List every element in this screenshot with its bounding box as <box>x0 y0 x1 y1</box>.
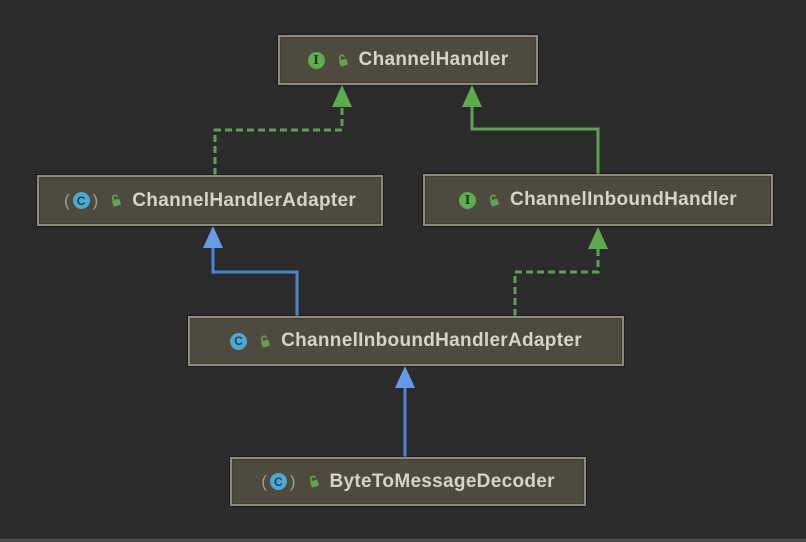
public-lock-icon <box>309 475 319 488</box>
public-lock-icon <box>490 193 499 207</box>
arrowhead-extends-ByteToMessageDecoder <box>395 366 415 388</box>
class-icon: C <box>269 473 287 490</box>
class-name-label: ByteToMessageDecoder <box>329 470 555 492</box>
arrowhead-implements-ChannelHandlerAdapter <box>332 85 352 107</box>
arrowhead-extends-ChannelInboundHandlerAdapter <box>203 226 223 248</box>
public-lock-icon <box>338 53 348 67</box>
abstract-paren-right: ) <box>289 472 296 491</box>
class-icon: C <box>72 192 90 209</box>
interface-icon: I <box>459 191 477 209</box>
edge-extends-ChannelInboundHandlerAdapter <box>211 248 299 316</box>
class-icon: C <box>230 332 248 350</box>
class-name-label: ChannelHandlerAdapter <box>132 189 357 211</box>
class-name-label: ChannelInboundHandler <box>510 189 737 210</box>
abstract-paren-left: ( <box>261 472 267 491</box>
edge-extends-ChannelInboundHandler <box>470 106 600 174</box>
arrowhead-implements-ChannelInboundHandlerAdapter <box>588 227 608 249</box>
class-node-ChannelInboundHandlerAdapter[interactable]: C ChannelInboundHandlerAdapter <box>188 316 624 366</box>
edge-implements-ChannelInboundHandlerAdapter <box>513 249 600 316</box>
class-node-ChannelHandler[interactable]: I ChannelHandler <box>278 35 538 85</box>
arrowhead-extends-ChannelInboundHandler <box>462 85 482 107</box>
abstract-paren-right: ) <box>92 191 99 210</box>
class-name-label: ChannelInboundHandlerAdapter <box>281 330 582 351</box>
edge-implements-ChannelHandlerAdapter <box>213 107 344 175</box>
public-lock-icon <box>112 194 122 207</box>
class-name-label: ChannelHandler <box>358 49 509 70</box>
class-node-ChannelInboundHandler[interactable]: I ChannelInboundHandler <box>423 174 773 226</box>
window-bottom-edge <box>0 538 806 542</box>
interface-icon: I <box>307 51 325 69</box>
public-lock-icon <box>261 334 270 348</box>
class-node-ChannelHandlerAdapter[interactable]: (C) ChannelHandlerAdapter <box>37 175 383 226</box>
abstract-paren-left: ( <box>63 191 70 210</box>
class-node-ByteToMessageDecoder[interactable]: (C) ByteToMessageDecoder <box>230 457 586 506</box>
